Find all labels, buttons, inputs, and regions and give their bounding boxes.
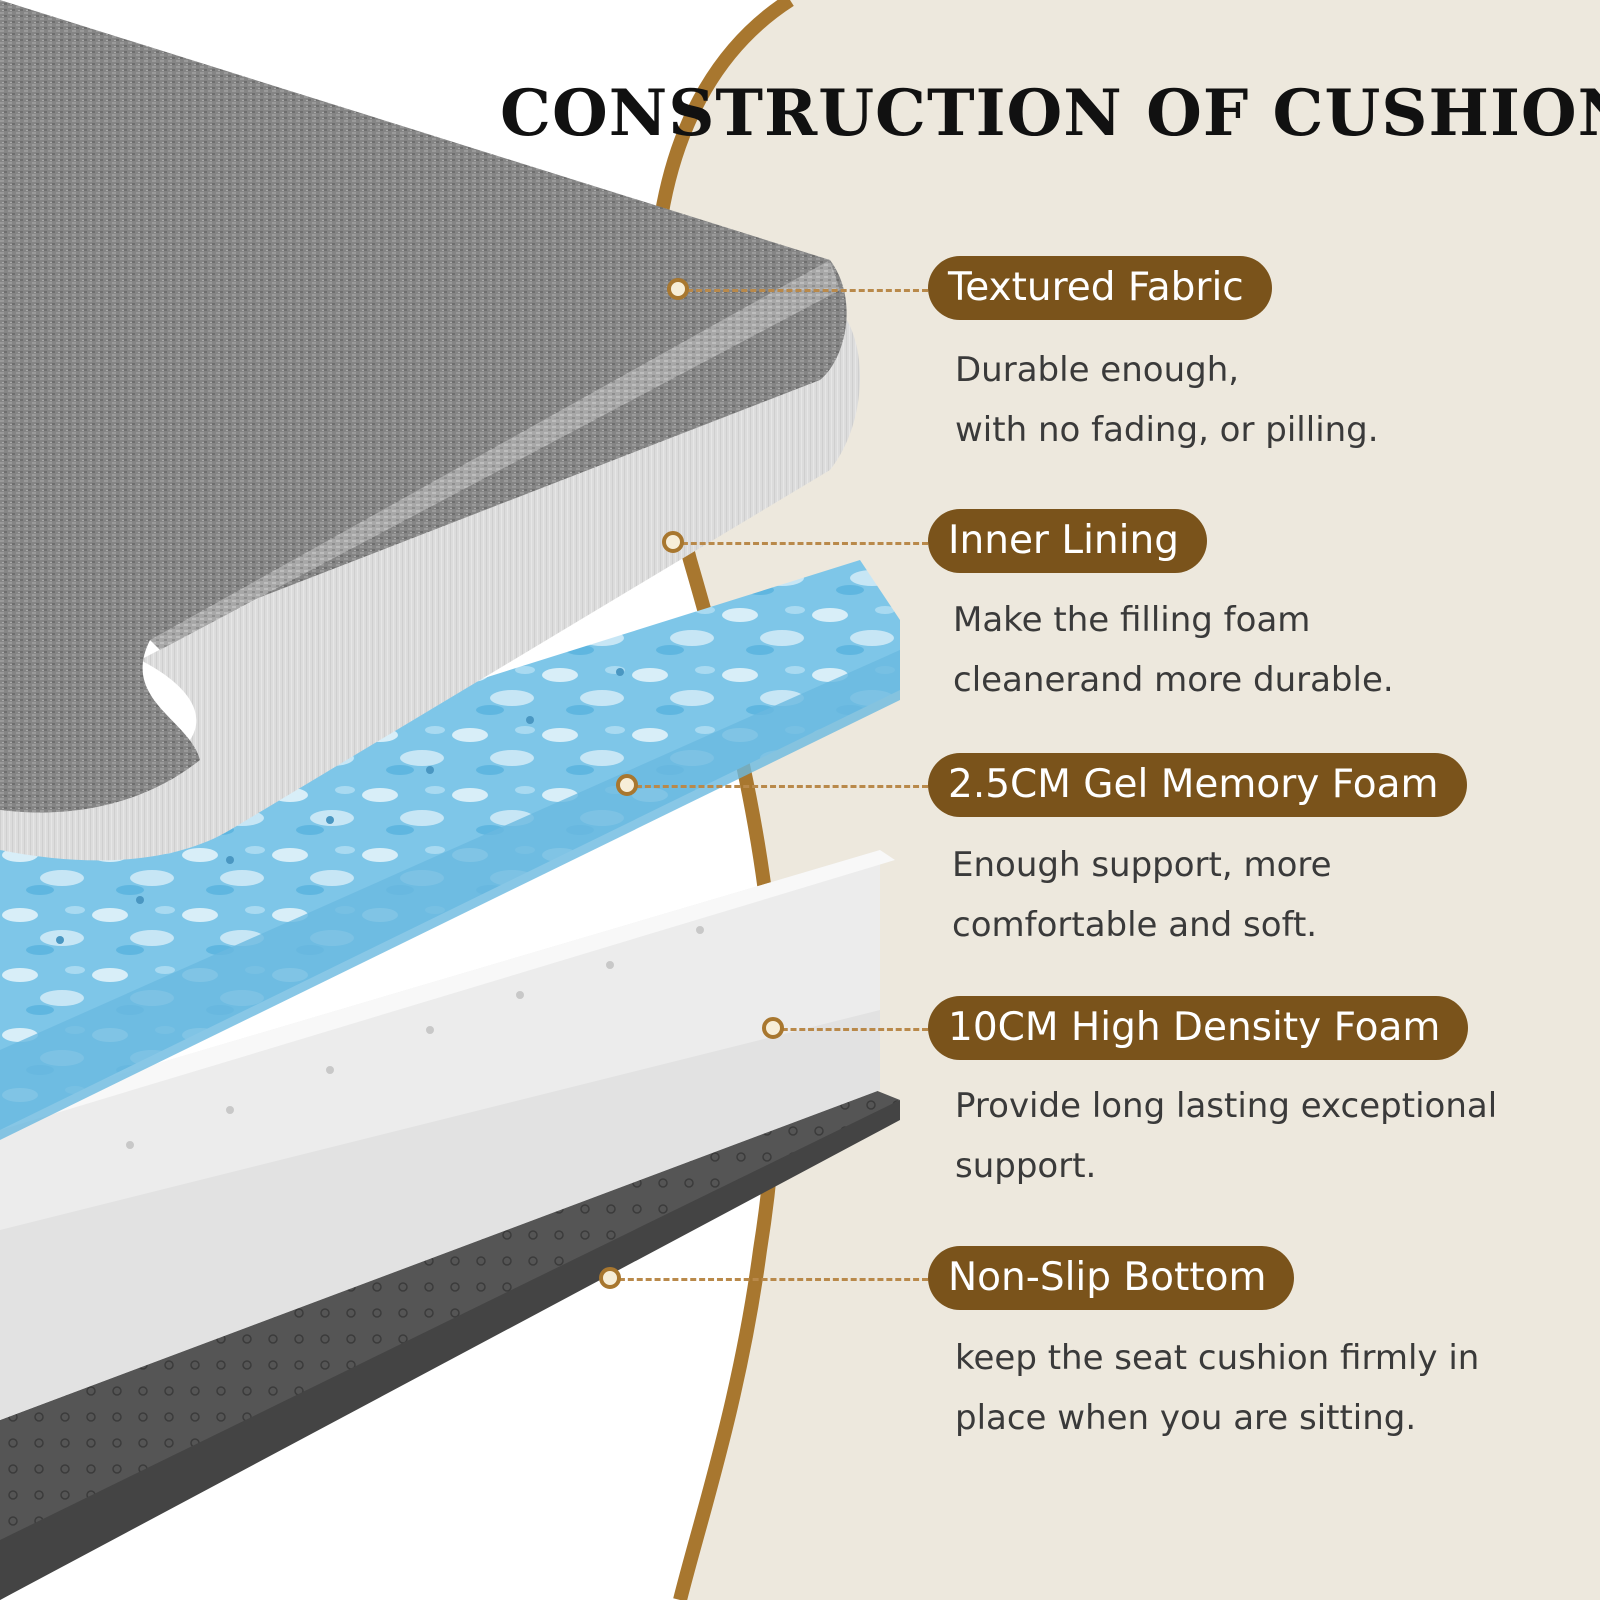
page-title: CONSTRUCTION OF CUSHION xyxy=(500,76,1600,151)
